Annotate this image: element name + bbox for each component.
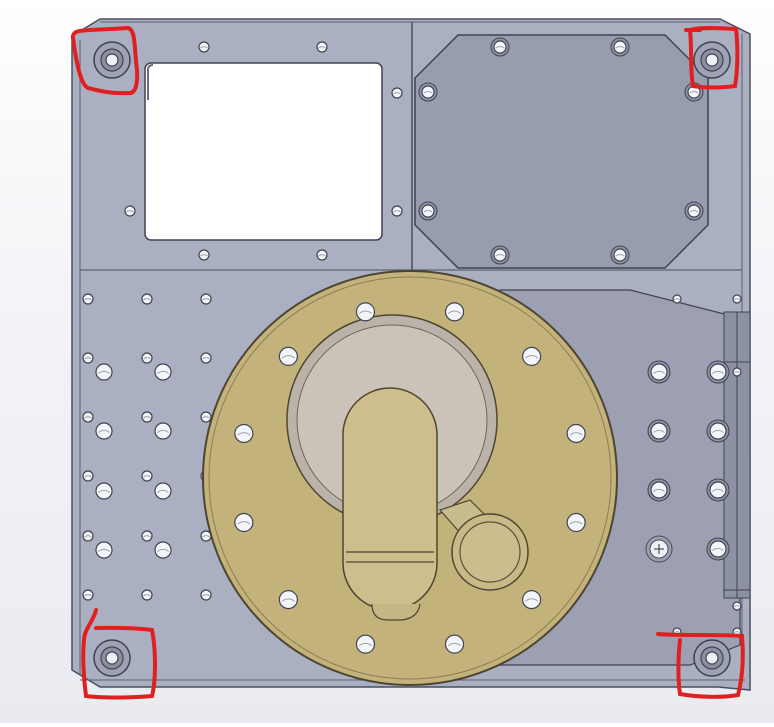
bracket-small-hole (732, 367, 742, 377)
grid-hole-large (154, 482, 172, 500)
flange-bolt-holes (234, 302, 586, 654)
grid-hole (82, 530, 94, 542)
bracket-hole (706, 478, 730, 502)
flange-bolt-hole (355, 634, 376, 654)
corner-mount (693, 639, 731, 677)
grid-hole (82, 293, 94, 305)
corner-mount (93, 41, 131, 79)
grid-hole (141, 530, 153, 542)
bracket-small-hole (672, 294, 682, 304)
cover-hole (418, 201, 438, 221)
plate-hole (316, 41, 328, 53)
side-port-inner (459, 521, 521, 583)
flange-bolt-hole (444, 634, 465, 654)
plate-hole (391, 87, 403, 99)
grid-hole (141, 352, 153, 364)
cover-hole (490, 37, 510, 57)
flange-bolt-hole (234, 512, 254, 533)
corner-mounts (93, 41, 731, 677)
corner-mount (693, 41, 731, 79)
window-lip (147, 64, 154, 100)
grid-hole (82, 589, 94, 601)
bracket-hole (706, 537, 730, 561)
cover-hole (490, 245, 510, 265)
grid-hole-large (95, 482, 113, 500)
bracket-hole (647, 419, 671, 443)
flange-bolt-hole (522, 346, 542, 366)
grid-hole-large (95, 541, 113, 559)
window-cutout (144, 62, 383, 241)
grid-hole (200, 352, 212, 364)
plate-hole (316, 249, 328, 261)
grid-hole (82, 352, 94, 364)
slot-tab (371, 603, 421, 621)
grid-hole (141, 293, 153, 305)
slot-channel (342, 387, 438, 611)
cover-panel (414, 34, 709, 269)
flange-bolt-hole (566, 423, 586, 444)
flange-bolt-hole (522, 590, 542, 610)
flange-bolt-hole (566, 512, 586, 533)
grid-hole-large (154, 363, 172, 381)
flange-bolt-hole (278, 590, 298, 610)
plate-hole (198, 249, 210, 261)
grid-hole-large (154, 422, 172, 440)
grid-hole (82, 411, 94, 423)
plate-hole (124, 205, 136, 217)
grid-hole (200, 589, 212, 601)
plate-hole (198, 41, 210, 53)
grid-hole-large (95, 422, 113, 440)
plate-hole (391, 205, 403, 217)
cover-hole (610, 37, 630, 57)
markup-top-left (71, 25, 140, 96)
corner-mount (93, 639, 131, 677)
cover-hole (684, 201, 704, 221)
grid-hole (141, 470, 153, 482)
markup-bottom-right (656, 632, 745, 699)
bracket-hole (706, 419, 730, 443)
cover-panel-shape (414, 34, 709, 269)
flange-inner-rim (208, 276, 612, 680)
flange-bolt-hole (234, 423, 254, 444)
flange-bolt-hole (278, 346, 298, 366)
bracket-hole (647, 360, 671, 384)
markup-top-right (684, 26, 740, 90)
red-markup-annotations (71, 25, 745, 700)
bracket-hole (647, 478, 671, 502)
bracket-small-hole (732, 601, 742, 611)
cover-hole (418, 82, 438, 102)
grid-hole (200, 411, 212, 423)
grid-hole (82, 470, 94, 482)
flange-bolt-hole (444, 302, 465, 322)
grid-hole (141, 411, 153, 423)
bracket-hole (706, 360, 730, 384)
crosshair-icon (645, 535, 673, 563)
cover-hole (610, 245, 630, 265)
window-opening (144, 62, 383, 241)
bracket-small-hole (732, 294, 742, 304)
grid-hole-large (154, 541, 172, 559)
markup-bottom-left (81, 608, 157, 700)
flange (202, 270, 618, 686)
grid-hole (200, 293, 212, 305)
grid-hole (141, 589, 153, 601)
flange-bolt-hole (355, 302, 376, 322)
grid-hole-large (95, 363, 113, 381)
